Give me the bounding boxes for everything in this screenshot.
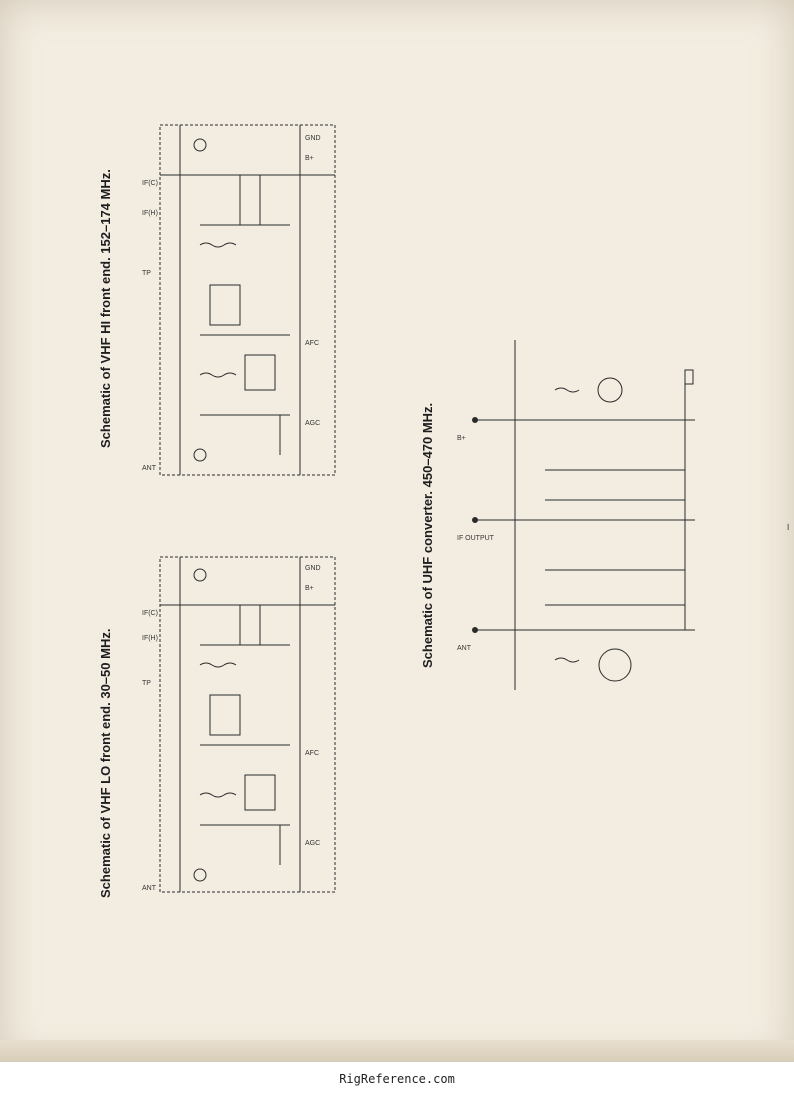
vhf-lo-title: Schematic of VHF LO front end. 30–50 MHz…: [98, 628, 113, 898]
if-h-label: IF(H): [142, 210, 158, 217]
vhf-hi-schematic: ANT TP IF(H) IF(C) B+ GND AFC AGC: [142, 124, 336, 476]
scanned-page: [0, 0, 794, 1062]
gnd-label: GND: [305, 565, 321, 572]
ant-label: ANT: [457, 645, 472, 652]
tp-label: TP: [142, 680, 151, 687]
b-plus-label: B+: [305, 585, 314, 592]
agc-label: AGC: [305, 420, 320, 427]
afc-label: AFC: [305, 340, 319, 347]
agc-label: AGC: [305, 840, 320, 847]
vhf-hi-title: Schematic of VHF HI front end. 152–174 M…: [98, 169, 113, 448]
ant-label: ANT: [142, 465, 157, 472]
gnd-label: GND: [305, 135, 321, 142]
if-c-label: IF(C): [142, 610, 158, 617]
b-plus-label: B+: [305, 155, 314, 162]
footer-watermark: RigReference.com: [339, 1072, 455, 1086]
afc-label: AFC: [305, 750, 319, 757]
page-bottom-edge: [0, 1040, 794, 1062]
if-c-label: IF(C): [142, 180, 158, 187]
uhf-title: Schematic of UHF converter. 450–470 MHz.: [420, 402, 435, 668]
tp-label: TP: [142, 270, 151, 277]
if-output-label: IF OUTPUT: [457, 535, 495, 542]
uhf-converter-schematic: B+ IF OUTPUT ANT: [457, 340, 695, 690]
vhf-lo-schematic: ANT TP IF(H) IF(C) B+ GND AFC AGC: [142, 556, 336, 893]
page-number: –8–: [782, 523, 794, 530]
if-h-label: IF(H): [142, 635, 158, 642]
b-plus-label: B+: [457, 435, 466, 442]
ant-label: ANT: [142, 885, 157, 892]
